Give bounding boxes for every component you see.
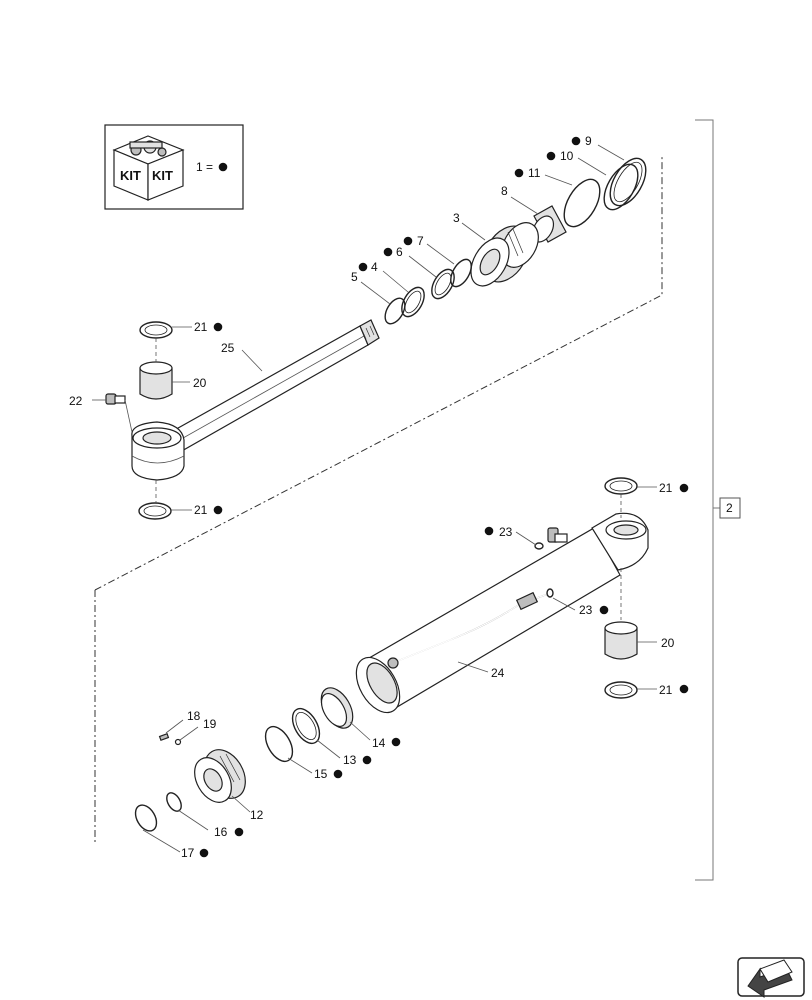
kit-box-icon: KIT KIT (112, 135, 185, 201)
kit-marker-dot (679, 684, 689, 694)
rod-eye-bushing (138, 321, 173, 520)
callout-21a: 21 (194, 320, 208, 334)
callout-25: 25 (221, 341, 235, 355)
kit-marker-dot (213, 322, 223, 332)
callout-7: 7 (417, 234, 424, 248)
callout-14: 14 (372, 736, 386, 750)
kit-legend: KIT KIT 1 = (104, 124, 244, 210)
kit-marker-dot (333, 769, 343, 779)
assembly-bracket: 2 (695, 119, 741, 881)
kit-marker-dot (213, 505, 223, 515)
callout-23b: 23 (579, 603, 593, 617)
arrow-back-icon[interactable] (737, 957, 805, 998)
kit-marker-dot (234, 827, 244, 837)
callout-3: 3 (453, 211, 460, 225)
grease-fitting (105, 393, 133, 433)
kit-marker-dot (484, 526, 494, 536)
barrel-port-fitting (534, 527, 568, 598)
kit-marker-dot (514, 168, 524, 178)
callout-5: 5 (351, 270, 358, 284)
callout-labels: 9 10 11 8 3 7 6 4 5 25 21 20 22 21 21 23… (69, 134, 689, 860)
callout-21b: 21 (194, 503, 208, 517)
black-dot-icon (218, 162, 228, 172)
kit-marker-dot (391, 737, 401, 747)
piston-rod (131, 319, 380, 481)
barrel-eye-bushing (604, 477, 638, 699)
kit-marker-dot (571, 136, 581, 146)
kit-marker-dot (358, 262, 368, 272)
callout-12: 12 (250, 808, 264, 822)
cylinder-barrel (355, 512, 649, 714)
callout-24: 24 (491, 666, 505, 680)
kit-label-left: KIT (120, 168, 141, 183)
callout-22: 22 (69, 394, 83, 408)
kit-label-right: KIT (152, 168, 173, 183)
callout-13: 13 (343, 753, 357, 767)
piston-seal-stack (134, 687, 354, 832)
kit-marker-dot (546, 151, 556, 161)
callout-23a: 23 (499, 525, 513, 539)
callout-18: 18 (187, 709, 201, 723)
assembly-ref-label: 2 (726, 501, 733, 515)
kit-marker-dot (403, 236, 413, 246)
callout-17: 17 (181, 846, 195, 860)
callout-9: 9 (585, 134, 592, 148)
kit-legend-text: 1 = (196, 160, 213, 174)
callout-19: 19 (203, 717, 217, 731)
callout-16: 16 (214, 825, 228, 839)
assembly-axis-lines (94, 157, 663, 845)
kit-marker-dot (599, 605, 609, 615)
piston (194, 749, 246, 803)
callout-8: 8 (501, 184, 508, 198)
kit-marker-dot (383, 247, 393, 257)
callout-21c: 21 (659, 481, 673, 495)
callout-11: 11 (528, 166, 541, 180)
kit-marker-dot (679, 483, 689, 493)
kit-marker-dot (199, 848, 209, 858)
callout-4: 4 (371, 260, 378, 274)
callout-20b: 20 (661, 636, 675, 650)
gland-seal-stack (384, 157, 647, 325)
callout-6: 6 (396, 245, 403, 259)
callout-21d: 21 (659, 683, 673, 697)
kit-marker-dot (362, 755, 372, 765)
cylinder-gland (470, 222, 539, 287)
callout-20a: 20 (193, 376, 207, 390)
callout-10: 10 (560, 149, 574, 163)
callout-15: 15 (314, 767, 328, 781)
callout-leaders (92, 144, 657, 853)
